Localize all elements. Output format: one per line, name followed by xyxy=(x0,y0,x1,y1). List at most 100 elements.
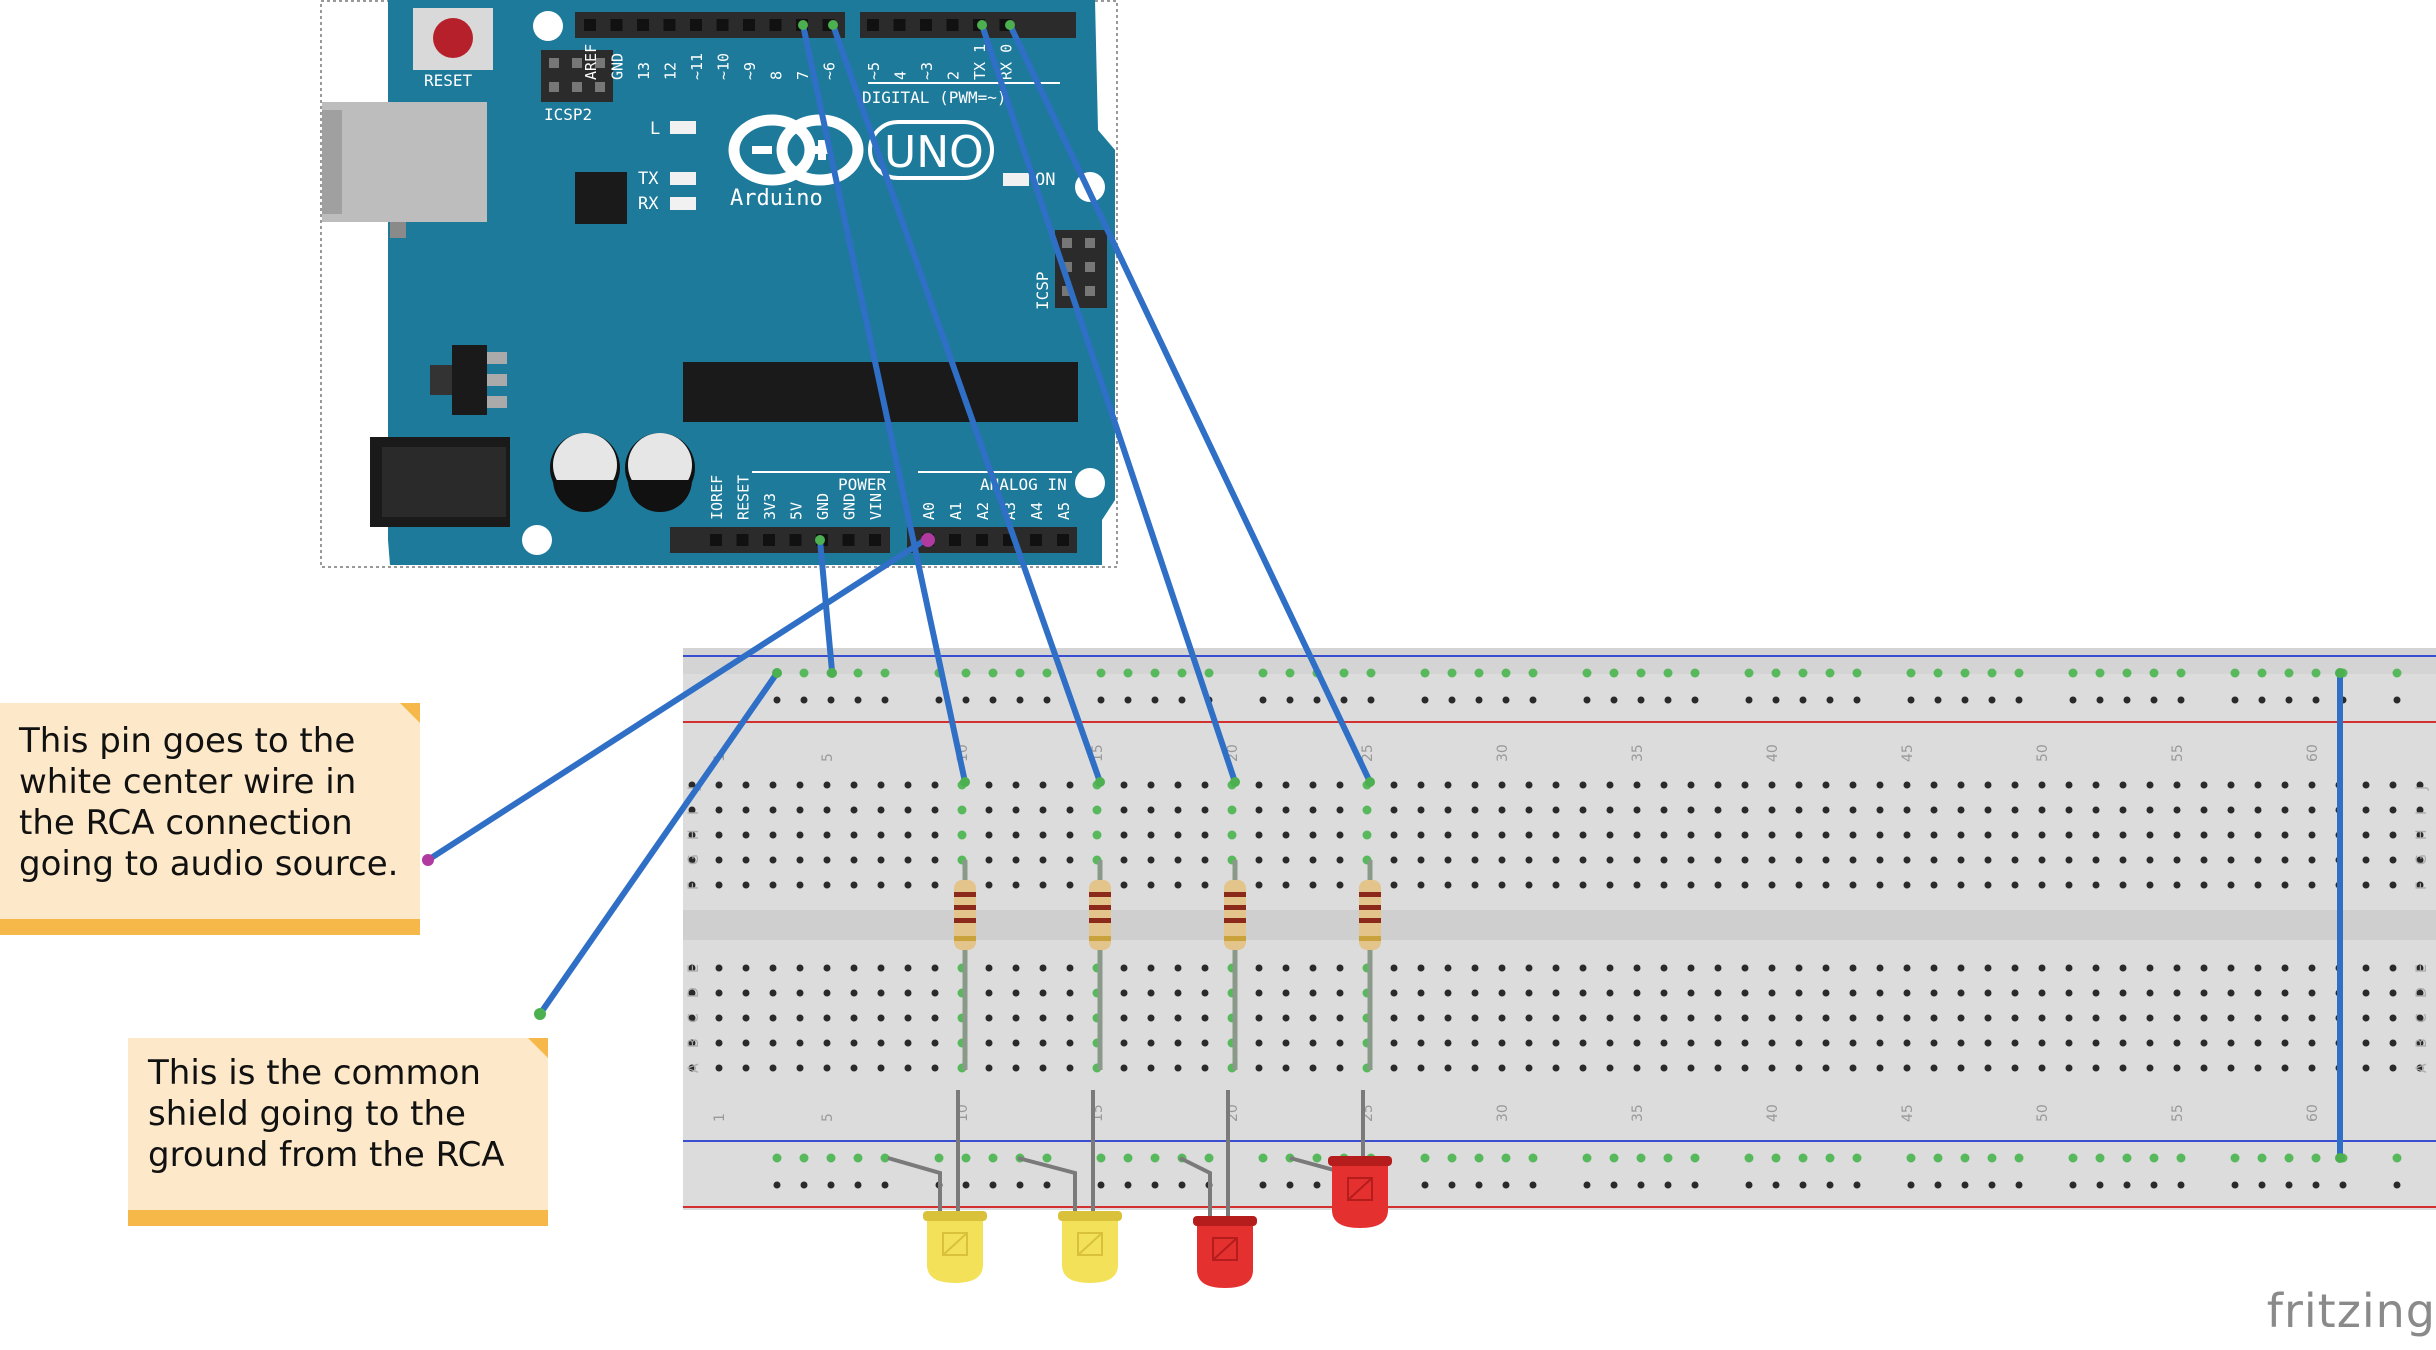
breadboard-hole xyxy=(1066,1039,1074,1047)
breadboard-hole xyxy=(1687,1014,1695,1022)
rail-hole xyxy=(2230,1153,2240,1163)
rail-hole xyxy=(2149,1153,2159,1163)
breadboard-hole xyxy=(769,881,777,889)
breadboard-hole xyxy=(2065,881,2073,889)
breadboard-hole xyxy=(1201,856,1209,864)
rail-hole xyxy=(773,1181,781,1189)
wire-pin-d8-to-col15[interactable] xyxy=(830,22,1103,785)
breadboard-hole xyxy=(904,831,912,839)
wire-rail-to-ground-note[interactable] xyxy=(537,670,780,1017)
column-number: 50 xyxy=(2035,1104,2051,1122)
breadboard-hole xyxy=(1471,856,1479,864)
resistor[interactable] xyxy=(1224,860,1246,1070)
breadboard-hole xyxy=(1390,1039,1398,1047)
rail-hole xyxy=(1096,668,1106,678)
rail-hole xyxy=(2339,1181,2347,1189)
breadboard-hole xyxy=(1012,881,1020,889)
breadboard-hole xyxy=(688,806,696,814)
rail-hole xyxy=(1447,1153,1457,1163)
digital-pin-label: RX 0 xyxy=(998,44,1016,80)
breadboard-hole xyxy=(1795,1064,1803,1072)
led-yellow[interactable] xyxy=(1017,1090,1122,1283)
breadboard-hole xyxy=(2389,881,2397,889)
digital-pin-hole xyxy=(690,19,702,31)
breadboard-hole xyxy=(715,806,723,814)
breadboard-hole xyxy=(1390,831,1398,839)
breadboard-hole xyxy=(1579,964,1587,972)
led-red[interactable] xyxy=(1289,1090,1392,1228)
breadboard-hole xyxy=(1066,1064,1074,1072)
breadboard-hole xyxy=(1201,806,1209,814)
resistor[interactable] xyxy=(1359,860,1381,1070)
breadboard-hole xyxy=(2416,989,2424,997)
led-red[interactable] xyxy=(1179,1090,1257,1288)
breadboard-hole xyxy=(1849,881,1857,889)
breadboard-hole xyxy=(1039,881,1047,889)
breadboard-hole xyxy=(1606,964,1614,972)
row-letter: F xyxy=(686,882,702,890)
row-letter: D xyxy=(2414,987,2430,998)
breadboard-hole xyxy=(1957,1064,1965,1072)
rail-hole xyxy=(962,1181,970,1189)
arduino-uno-board[interactable]: RESET ICSP2 xyxy=(322,0,1115,565)
digital-pin-label: ~11 xyxy=(688,53,706,80)
breadboard-hole xyxy=(2254,989,2262,997)
breadboard-hole xyxy=(1687,964,1695,972)
breadboard-hole xyxy=(1903,881,1911,889)
breadboard-hole xyxy=(1444,806,1452,814)
breadboard-hole xyxy=(742,856,750,864)
breadboard-hole xyxy=(1336,831,1344,839)
breadboard-hole xyxy=(1390,781,1398,789)
breadboard-hole xyxy=(1552,964,1560,972)
analog-pin-hole xyxy=(976,534,988,546)
breadboard-hole xyxy=(1876,856,1884,864)
breadboard-hole xyxy=(1687,1039,1695,1047)
led-yellow[interactable] xyxy=(887,1090,987,1283)
breadboard-hole xyxy=(850,781,858,789)
breadboard-hole xyxy=(1984,1064,1992,1072)
rail-hole xyxy=(1528,1153,1538,1163)
wire-a0-to-rca-note[interactable] xyxy=(425,537,928,863)
breadboard-hole xyxy=(850,1014,858,1022)
breadboard-hole xyxy=(1444,881,1452,889)
rail-hole xyxy=(1097,1181,1105,1189)
breadboard-hole xyxy=(1039,781,1047,789)
rail-hole xyxy=(2393,1181,2401,1189)
rail-hole xyxy=(1124,1181,1132,1189)
breadboard-hole xyxy=(688,881,696,889)
breadboard-hole xyxy=(1201,1064,1209,1072)
breadboard-hole xyxy=(1066,806,1074,814)
breadboard-hole xyxy=(742,831,750,839)
breadboard-hole xyxy=(904,781,912,789)
rail-hole xyxy=(1258,1153,1268,1163)
breadboard-hole xyxy=(931,831,939,839)
power-pin-label: VIN xyxy=(867,493,885,520)
resistor[interactable] xyxy=(954,860,976,1070)
digital-pin-hole xyxy=(893,19,906,31)
breadboard-hole xyxy=(688,1039,696,1047)
wire-pin-d3-to-col20[interactable] xyxy=(979,22,1238,785)
wire-pin-d2-to-col25[interactable] xyxy=(1007,22,1373,785)
rail-hole xyxy=(1987,668,1997,678)
breadboard-hole xyxy=(2416,806,2424,814)
breadboard-hole xyxy=(2416,1014,2424,1022)
breadboard-hole xyxy=(1309,1039,1317,1047)
note-rca-signal[interactable]: This pin goes to the white center wire i… xyxy=(0,703,420,935)
breadboard-hole xyxy=(1201,1039,1209,1047)
breadboard-hole xyxy=(1795,831,1803,839)
rail-hole xyxy=(1312,1153,1322,1163)
rail-hole xyxy=(826,1153,836,1163)
breadboard-hole xyxy=(1336,989,1344,997)
note-rca-ground[interactable]: This is the common shield going to the g… xyxy=(128,1038,548,1226)
resistor[interactable] xyxy=(1089,860,1111,1070)
breadboard-hole xyxy=(1444,1014,1452,1022)
breadboard-hole xyxy=(1471,806,1479,814)
breadboard-hole xyxy=(1255,881,1263,889)
rail-hole xyxy=(2150,1181,2158,1189)
wire-pin-d9-to-col10[interactable] xyxy=(800,22,968,785)
breadboard-hole xyxy=(1039,856,1047,864)
breadboard-hole xyxy=(1498,781,1506,789)
breadboard-hole xyxy=(2119,856,2127,864)
rail-hole xyxy=(2177,696,2185,704)
